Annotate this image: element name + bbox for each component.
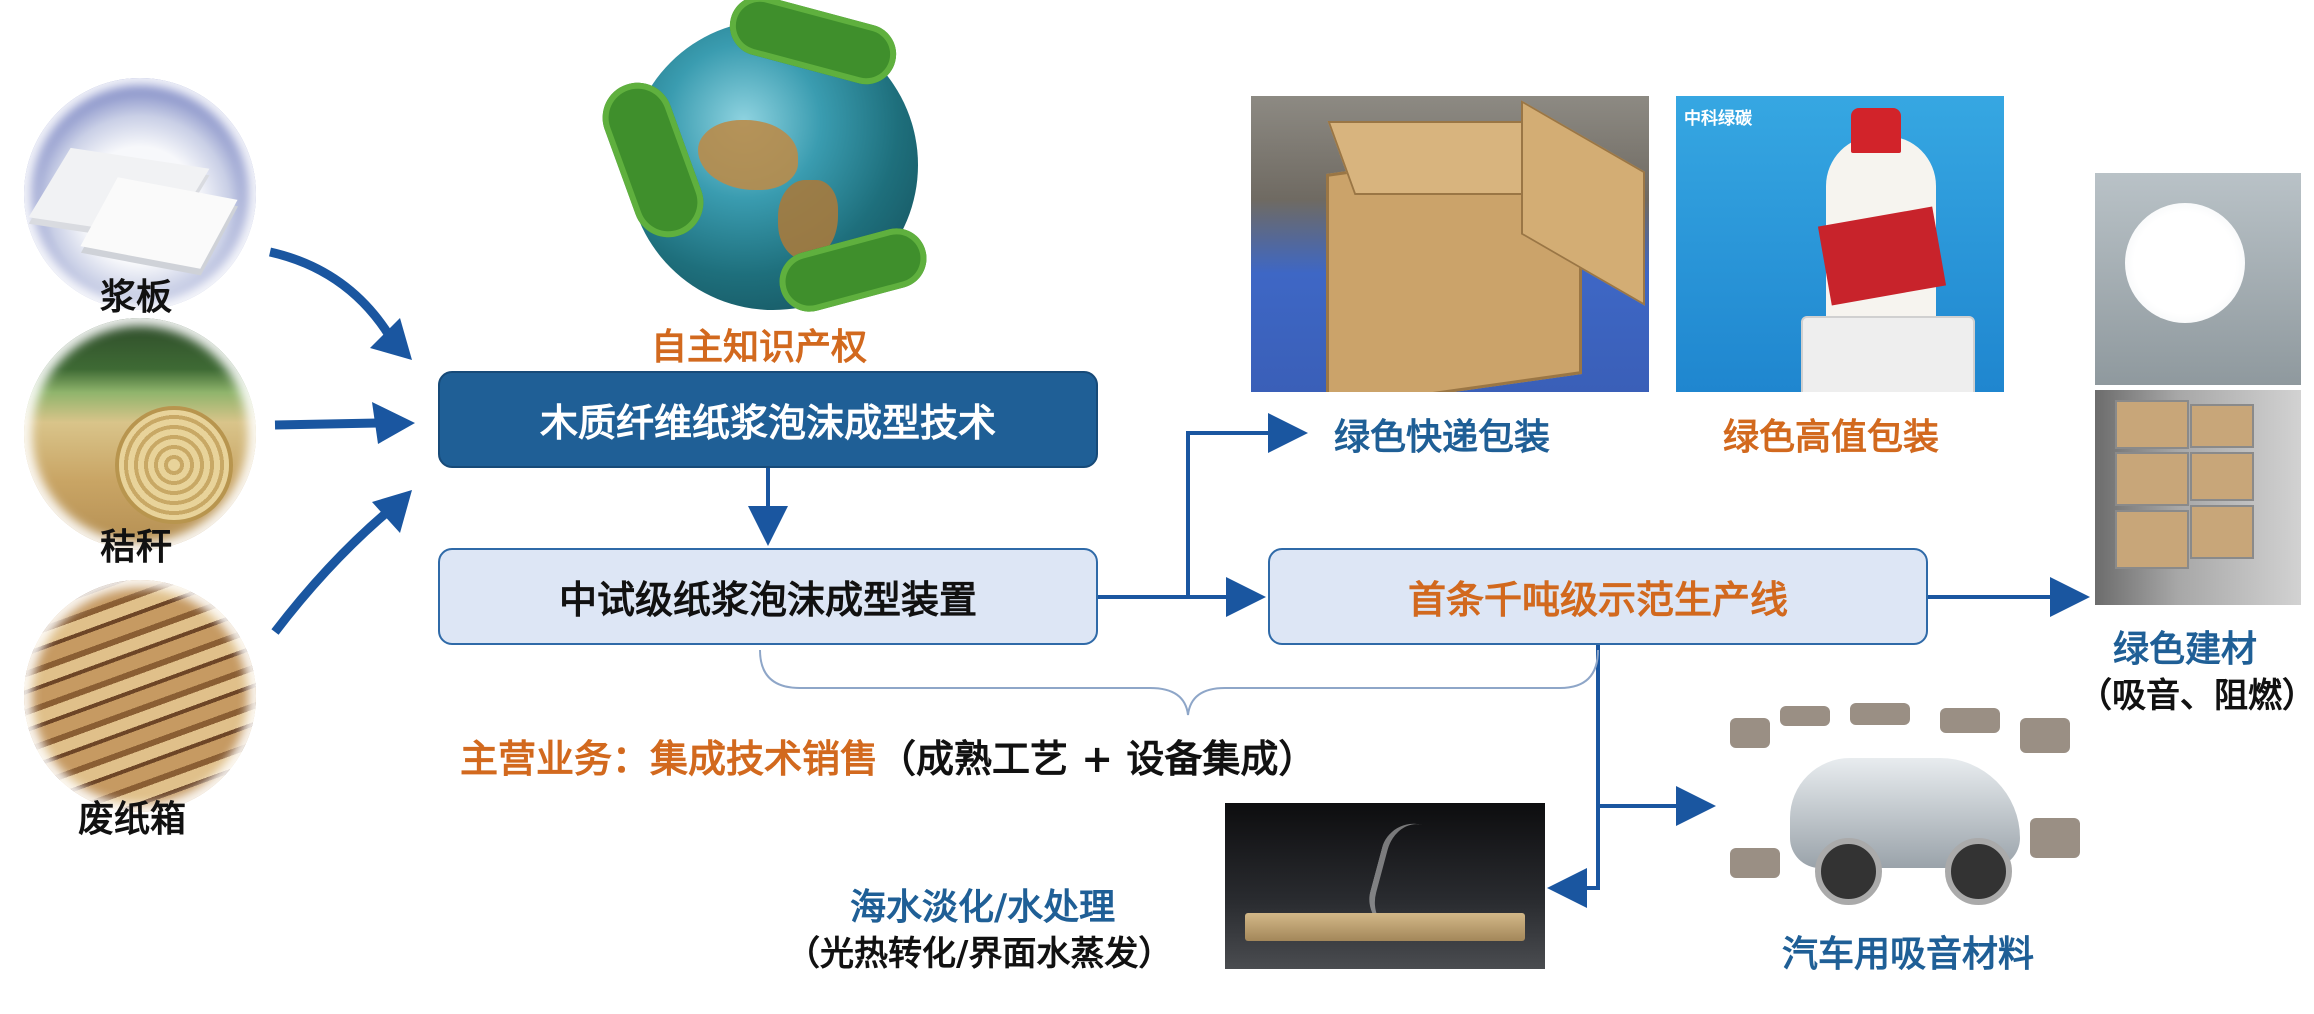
earth-recycle-icon [592,0,934,319]
business-detail: （成熟工艺 + 设备集成） [878,737,1317,781]
application-water-treatment: 海水淡化/水处理 [850,887,1116,928]
application-express-packaging: 绿色快递包装 [1334,417,1551,458]
business-prefix: 主营业务： [460,737,651,781]
premium-packaging-photo: 中科绿碳 [1676,96,2004,392]
application-building-note: （吸音、阻燃） [2078,676,2314,716]
application-water-note: （光热转化/界面水蒸发） [786,934,1173,974]
business-statement: 主营业务：集成技术销售（成熟工艺 + 设备集成） [460,728,1316,783]
building-material-wall-photo [2095,390,2301,605]
application-premium-packaging: 绿色高值包装 [1723,417,1940,458]
ip-label: 自主知识产权 [651,327,868,368]
pilot-device-box: 中试级纸浆泡沫成型装置 [438,548,1098,645]
application-auto-acoustic: 汽车用吸音材料 [1782,934,2035,975]
application-building-material: 绿色建材 [2113,629,2258,670]
input-arrow-pulp-board [269,247,396,343]
core-technology-label: 木质纤维纸浆泡沫成型技术 [539,401,996,445]
raw-material-label-pulp-board: 浆板 [100,277,173,318]
business-main: 集成技术销售 [650,737,879,781]
straw-photo [24,318,256,550]
arrow-to-water-treatment [1547,645,1600,908]
photo-brand-logo: 中科绿碳 [1684,109,1752,128]
demo-line-label: 首条千吨级示范生产线 [1407,578,1788,622]
raw-material-label-straw: 秸秆 [100,527,173,568]
input-arrow-head-cardboard [372,490,412,533]
water-evaporation-photo [1225,803,1545,969]
input-arrow-straw [274,418,379,430]
express-packaging-photo [1251,96,1649,392]
pulp-board-photo [24,78,256,310]
raw-material-label-waste-cardboard: 废纸箱 [78,799,187,840]
input-arrow-head-straw [372,402,415,444]
demo-line-box: 首条千吨级示范生产线 [1268,548,1928,645]
building-material-disc-photo [2095,173,2301,385]
input-arrow-cardboard [271,504,395,635]
input-arrow-head-pulp-board [370,318,412,360]
arrow-to-express-packaging [1186,413,1308,597]
core-technology-box: 木质纤维纸浆泡沫成型技术 [438,371,1098,468]
business-brace [759,649,1599,716]
waste-cardboard-photo [24,580,256,812]
pilot-device-label: 中试级纸浆泡沫成型装置 [558,578,977,622]
auto-parts-photo [1720,698,2100,923]
